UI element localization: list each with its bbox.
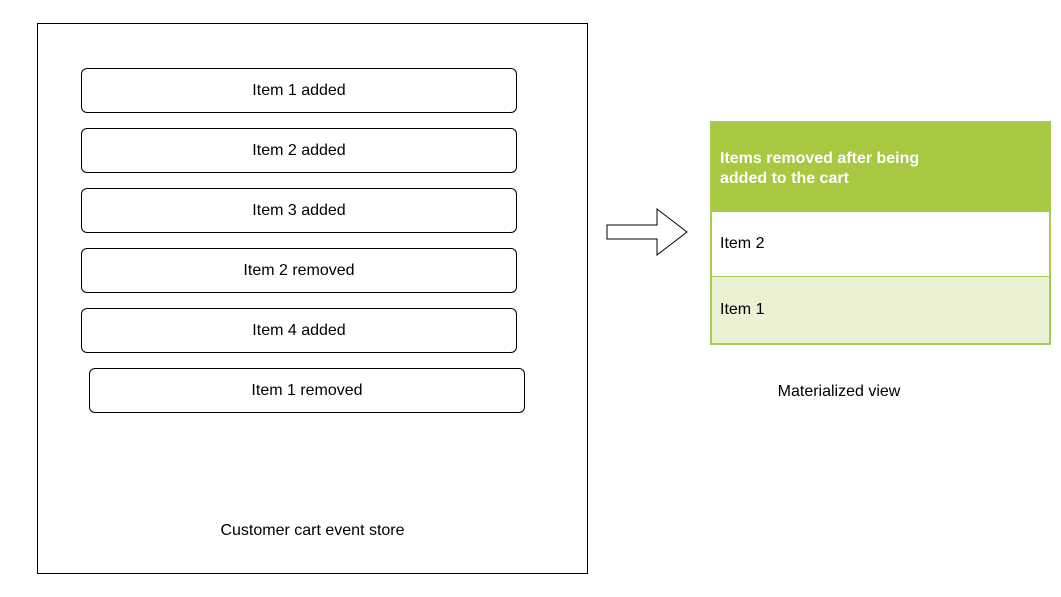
event-item-4: Item 2 removed <box>81 248 517 293</box>
table-row: Item 1 <box>712 277 1049 343</box>
event-item-label: Item 2 removed <box>243 261 355 279</box>
event-item-label: Item 1 removed <box>251 381 363 399</box>
right-arrow-icon <box>606 207 688 257</box>
row-label: Item 1 <box>720 301 765 318</box>
event-item-2: Item 2 added <box>81 128 517 173</box>
materialized-view-table: Items removed after being added to the c… <box>710 121 1051 345</box>
event-item-5: Item 4 added <box>81 308 517 353</box>
row-label: Item 2 <box>720 235 765 252</box>
event-item-label: Item 2 added <box>252 141 346 159</box>
header-line-1: Items removed after being <box>720 150 920 167</box>
event-item-label: Item 3 added <box>252 201 346 219</box>
event-item-6: Item 1 removed <box>89 368 525 413</box>
event-item-label: Item 4 added <box>252 321 346 339</box>
table-row: Item 2 <box>712 211 1049 277</box>
materialized-view-label: Materialized view <box>777 383 901 400</box>
event-store-container <box>37 23 588 574</box>
event-item-3: Item 3 added <box>81 188 517 233</box>
event-store-label: Customer cart event store <box>220 522 405 539</box>
materialized-view-header: Items removed after being added to the c… <box>712 123 1049 211</box>
event-item-1: Item 1 added <box>81 68 517 113</box>
event-item-label: Item 1 added <box>252 81 346 99</box>
header-line-2: added to the cart <box>720 170 849 187</box>
